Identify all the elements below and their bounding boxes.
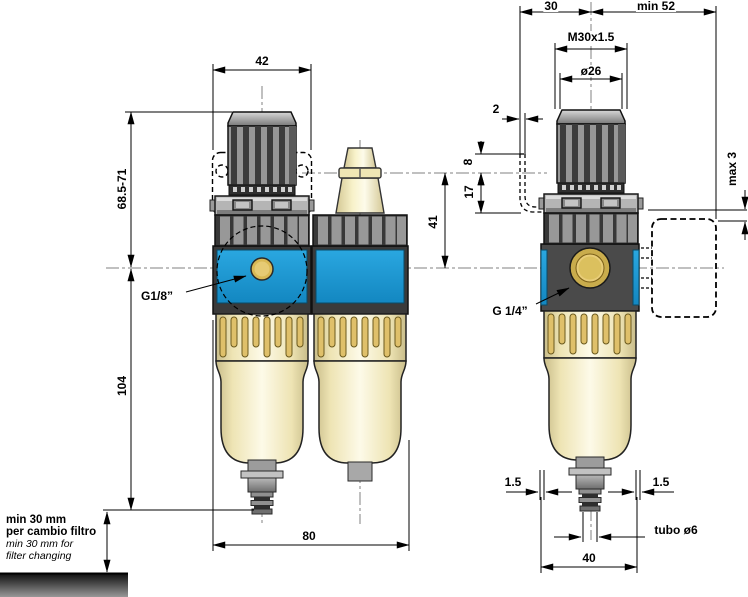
dim-80-label: 80: [301, 529, 317, 543]
diaphragm-dashed-circle: [216, 225, 308, 317]
filter-bowl: [543, 310, 637, 461]
g18-leader-line: [185, 275, 247, 293]
wall-bracket-front-outline: [641, 218, 717, 318]
g14-port: [535, 247, 611, 305]
lubricator-bowl: [313, 313, 407, 464]
lubricator-dome: [335, 147, 385, 214]
filter-clearance-note: min 30 mm per cambio filtro min 30 mm fo…: [6, 514, 96, 562]
port-g18-label: G1/8”: [139, 289, 175, 303]
filter-collar: [214, 214, 310, 247]
filter-drain-valve: [568, 456, 612, 512]
dim-104-label: 104: [115, 374, 129, 398]
dim-m30-label: M30x1.5: [566, 30, 616, 44]
note-line-2: per cambio filtro: [6, 526, 97, 538]
g18-port: [185, 257, 274, 293]
right-unit-front-view: [519, 109, 717, 512]
dim-min52-label: min 52: [635, 0, 677, 13]
dim-42-label: 42: [254, 54, 270, 68]
dim-1-5-right-label: 1.5: [651, 475, 671, 489]
regulator-knob: [538, 109, 644, 214]
lubricator-drain-plug: [347, 461, 373, 482]
dim-max3-label: max 3: [725, 150, 739, 188]
dim-8-label: 8: [461, 157, 475, 167]
g14-leader-line: [535, 287, 570, 305]
dim-30-label: 30: [543, 0, 559, 13]
filter-drain-valve: [240, 459, 284, 515]
port-g14-label: G 1/4”: [491, 304, 529, 318]
dim-tubo-o6-label: tubo ø6: [653, 523, 699, 537]
dim-2-label: 2: [491, 102, 501, 116]
filter-bowl: [215, 313, 309, 464]
dim-68-71-label: 68.5-71: [115, 167, 129, 211]
dimension-lines: [103, 6, 748, 573]
lubricator-collar: [312, 214, 408, 247]
lubricator-body: [311, 245, 409, 315]
dim-17-label: 17: [462, 184, 476, 200]
regulator-knob: [209, 111, 315, 216]
note-line-1: min 30 mm: [6, 514, 67, 526]
dim-o26-label: ø26: [579, 64, 603, 78]
left-assembly-side-view: [185, 111, 409, 515]
dim-40-label: 40: [581, 551, 597, 565]
dim-1-5-left-label: 1.5: [503, 475, 523, 489]
dim-41-label: 41: [426, 214, 440, 230]
regulator-collar: [543, 212, 639, 245]
note-line-4: filter changing: [6, 550, 72, 562]
note-line-3: min 30 mm for: [6, 538, 74, 550]
ground-hatch: [0, 572, 128, 597]
